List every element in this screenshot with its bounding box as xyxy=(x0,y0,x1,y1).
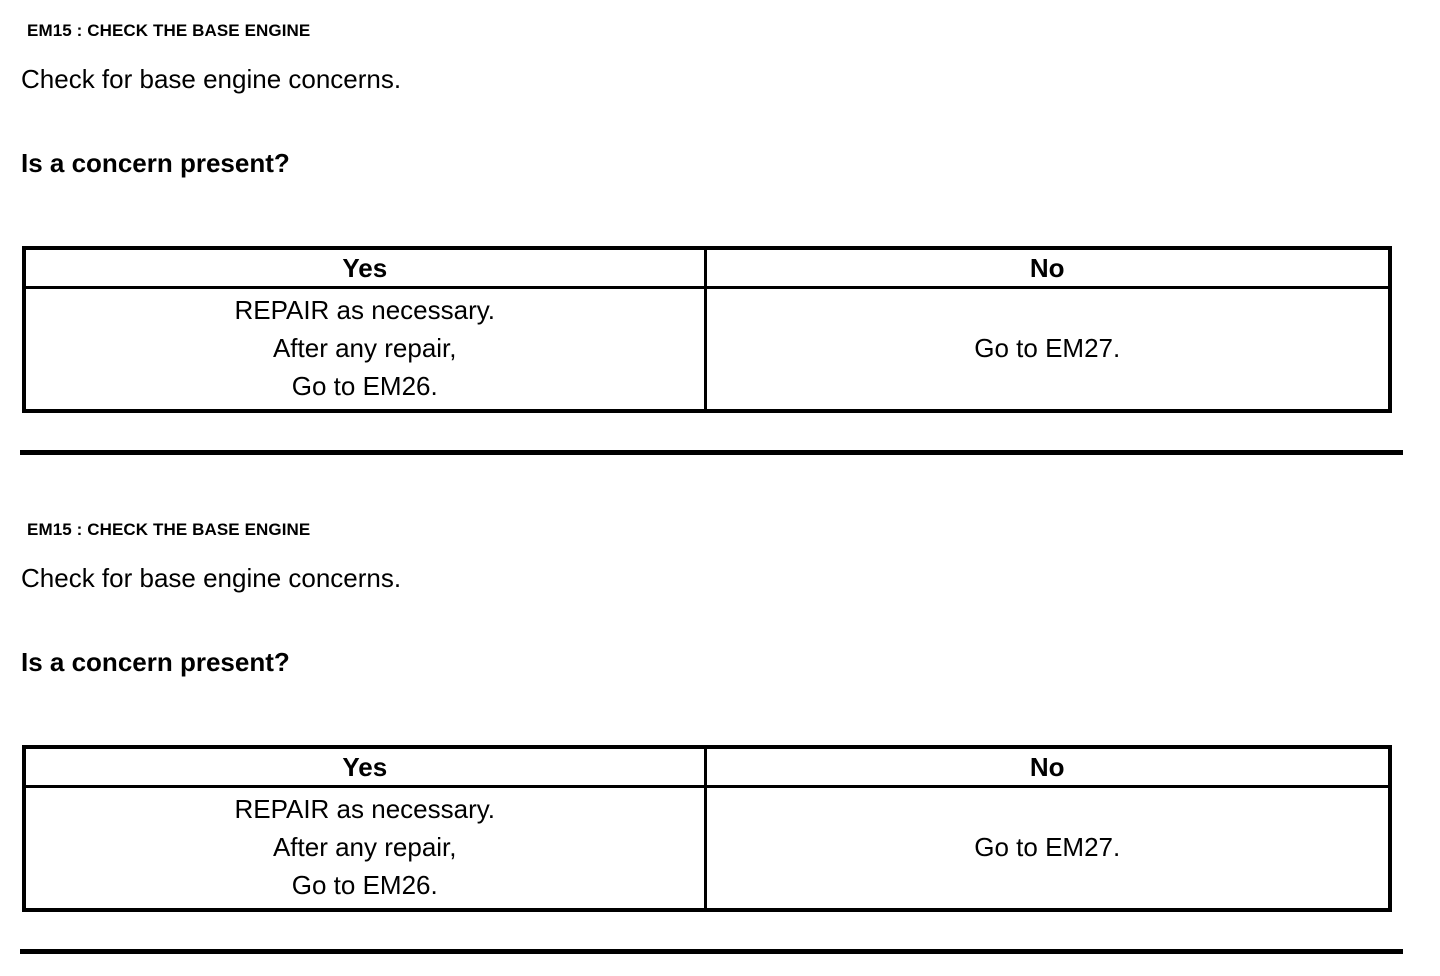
column-header-yes: Yes xyxy=(22,745,707,788)
question-text: Is a concern present? xyxy=(21,647,290,677)
cell-yes-action: REPAIR as necessary. After any repair, G… xyxy=(22,785,707,912)
instruction-text: Check for base engine concerns. xyxy=(21,64,402,94)
section-separator-rule xyxy=(20,450,1403,455)
cell-yes-line-3: Go to EM26. xyxy=(291,371,438,401)
table-header-row: Yes No xyxy=(22,246,1392,289)
cell-no-action: Go to EM27. xyxy=(703,785,1392,912)
cell-yes-line-1: REPAIR as necessary. xyxy=(234,794,496,824)
step-heading: EM15 : CHECK THE BASE ENGINE xyxy=(27,520,311,539)
cell-yes-action: REPAIR as necessary. After any repair, G… xyxy=(22,286,707,413)
cell-no-action: Go to EM27. xyxy=(703,286,1392,413)
decision-table: Yes No REPAIR as necessary. After any re… xyxy=(22,745,1392,912)
cell-yes-lines: REPAIR as necessary. After any repair, G… xyxy=(26,289,704,409)
cell-yes-line-3: Go to EM26. xyxy=(291,870,438,900)
decision-table: Yes No REPAIR as necessary. After any re… xyxy=(22,246,1392,413)
cell-no-line-1: Go to EM27. xyxy=(974,333,1121,363)
instruction-text: Check for base engine concerns. xyxy=(21,563,402,593)
step-heading: EM15 : CHECK THE BASE ENGINE xyxy=(27,21,311,40)
question-text: Is a concern present? xyxy=(21,148,290,178)
cell-no-lines: Go to EM27. xyxy=(707,327,1389,371)
cell-yes-line-2: After any repair, xyxy=(272,832,457,862)
column-header-no: No xyxy=(703,745,1392,788)
cell-no-lines: Go to EM27. xyxy=(707,826,1389,870)
cell-yes-line-1: REPAIR as necessary. xyxy=(234,295,496,325)
cell-yes-line-2: After any repair, xyxy=(272,333,457,363)
table-row: REPAIR as necessary. After any repair, G… xyxy=(22,785,1392,912)
column-header-no: No xyxy=(703,246,1392,289)
cell-no-line-1: Go to EM27. xyxy=(974,832,1121,862)
column-header-yes: Yes xyxy=(22,246,707,289)
table-row: REPAIR as necessary. After any repair, G… xyxy=(22,286,1392,413)
cell-yes-lines: REPAIR as necessary. After any repair, G… xyxy=(26,788,704,908)
page-bottom-rule xyxy=(20,949,1403,954)
table-header-row: Yes No xyxy=(22,745,1392,788)
